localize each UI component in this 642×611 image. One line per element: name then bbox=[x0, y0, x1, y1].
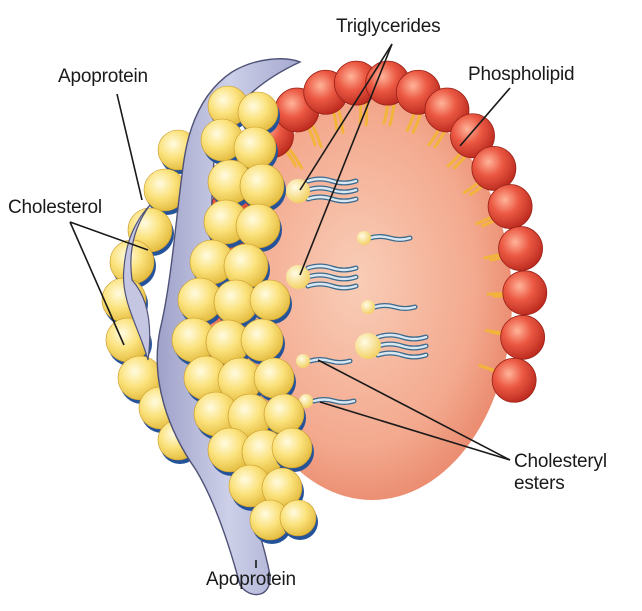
phospholipid-head bbox=[502, 270, 548, 316]
phospholipid-head bbox=[491, 357, 537, 403]
cholesterol-sphere bbox=[253, 357, 295, 399]
cholesterol-sphere bbox=[249, 279, 291, 321]
cholesterol-sphere bbox=[271, 427, 313, 469]
leader-cholesteryl-2 bbox=[319, 401, 511, 461]
leader-cholesterol-1 bbox=[69, 221, 149, 251]
cholesterol-sphere bbox=[237, 91, 279, 133]
label-apoprotein-bottom: Apoprotein bbox=[206, 569, 296, 590]
triglyceride-molecule bbox=[355, 332, 429, 360]
leader-phospholipid bbox=[459, 87, 511, 147]
cholesterol-sphere bbox=[240, 318, 284, 362]
leader-lines bbox=[69, 43, 511, 568]
cholesteryl-ester-molecule bbox=[357, 231, 413, 245]
cholesterol-sphere bbox=[239, 163, 285, 209]
label-phospholipid: Phospholipid bbox=[468, 64, 575, 85]
phospholipid-head bbox=[471, 145, 517, 191]
leader-cholesteryl-1 bbox=[317, 359, 511, 461]
label-cholesteryl-line1: Cholesteryl bbox=[514, 451, 607, 472]
phospholipid-head bbox=[500, 314, 546, 360]
leader-apoprotein-top bbox=[116, 93, 143, 201]
phospholipid-head bbox=[487, 184, 533, 229]
label-triglycerides: Triglycerides bbox=[336, 16, 441, 37]
cholesteryl-ester-molecule bbox=[299, 394, 357, 408]
phospholipid-head bbox=[498, 226, 543, 271]
cholesterol-sphere bbox=[279, 499, 317, 537]
cholesterol-spheres-front bbox=[171, 85, 318, 544]
leader-triglycerides-1 bbox=[299, 43, 393, 191]
label-cholesteryl-esters: Cholesteryl esters bbox=[514, 451, 624, 495]
phospholipid-head bbox=[450, 113, 495, 159]
leader-cholesterol-2 bbox=[69, 221, 125, 346]
leader-triglycerides-2 bbox=[299, 43, 393, 276]
core-molecules bbox=[286, 176, 429, 408]
cholesterol-sphere bbox=[263, 393, 305, 435]
label-cholesteryl-line2: esters bbox=[514, 473, 565, 494]
triglyceride-molecule bbox=[286, 263, 359, 291]
cholesterol-sphere bbox=[235, 203, 281, 249]
label-apoprotein-top: Apoprotein bbox=[58, 66, 148, 87]
cholesteryl-ester-molecule bbox=[361, 300, 418, 314]
cholesteryl-ester-molecule bbox=[296, 354, 353, 368]
label-cholesterol: Cholesterol bbox=[8, 197, 102, 218]
